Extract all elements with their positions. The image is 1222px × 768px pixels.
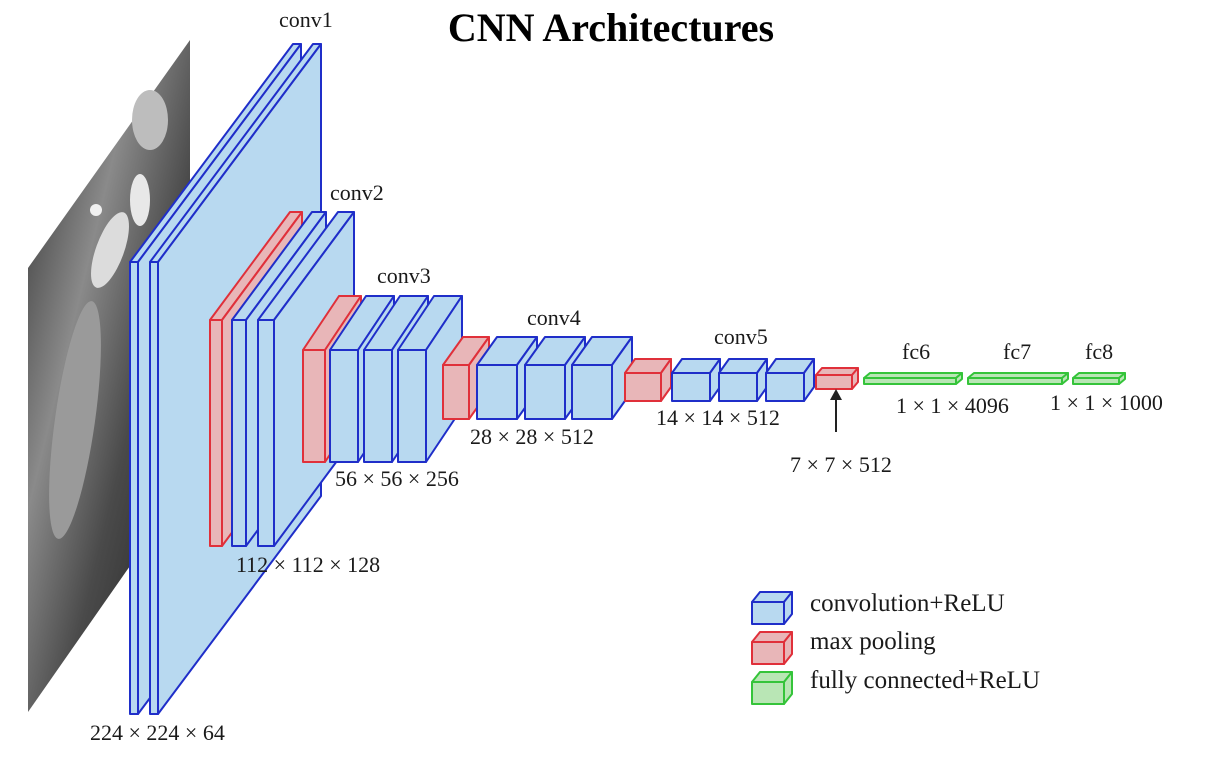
conv4-block-c xyxy=(571,336,633,420)
input-image xyxy=(28,40,190,712)
conv5-block-a xyxy=(671,358,721,402)
legend-icon-pool xyxy=(751,631,793,665)
fc8-block xyxy=(1072,372,1126,385)
label-fc7: fc7 xyxy=(1003,339,1031,364)
legend-label-conv: convolution+ReLU xyxy=(810,590,1005,617)
dim-14: 14 × 14 × 512 xyxy=(656,405,780,430)
dim-224: 224 × 224 × 64 xyxy=(90,720,225,745)
label-conv5: conv5 xyxy=(714,324,768,349)
legend-icon-fc xyxy=(751,671,793,705)
pool5-arrow xyxy=(830,389,842,432)
dim-7: 7 × 7 × 512 xyxy=(790,452,892,477)
label-conv1: conv1 xyxy=(279,7,333,32)
legend-label-fc: fully connected+ReLU xyxy=(810,667,1040,694)
page-title: CNN Architectures xyxy=(447,5,775,50)
pool5-block xyxy=(815,367,859,390)
label-fc8: fc8 xyxy=(1085,339,1113,364)
fc6-block xyxy=(863,372,963,385)
layer-blocks xyxy=(129,43,1126,715)
label-conv3: conv3 xyxy=(377,263,431,288)
dim-1000: 1 × 1 × 1000 xyxy=(1050,390,1163,415)
conv5-block-b xyxy=(718,358,768,402)
legend-icon-conv xyxy=(751,591,793,625)
label-fc6: fc6 xyxy=(902,339,930,364)
legend-label-pool: max pooling xyxy=(810,628,936,655)
label-conv2: conv2 xyxy=(330,180,384,205)
dim-4096: 1 × 1 × 4096 xyxy=(896,393,1009,418)
pool4-block xyxy=(624,358,672,402)
dim-112: 112 × 112 × 128 xyxy=(236,552,380,577)
dim-56: 56 × 56 × 256 xyxy=(335,466,459,491)
legend: convolution+ReLU max pooling fully conne… xyxy=(751,590,1040,705)
label-conv4: conv4 xyxy=(527,305,581,330)
conv5-block-c xyxy=(765,358,815,402)
dim-28: 28 × 28 × 512 xyxy=(470,424,594,449)
fc7-block xyxy=(967,372,1069,385)
